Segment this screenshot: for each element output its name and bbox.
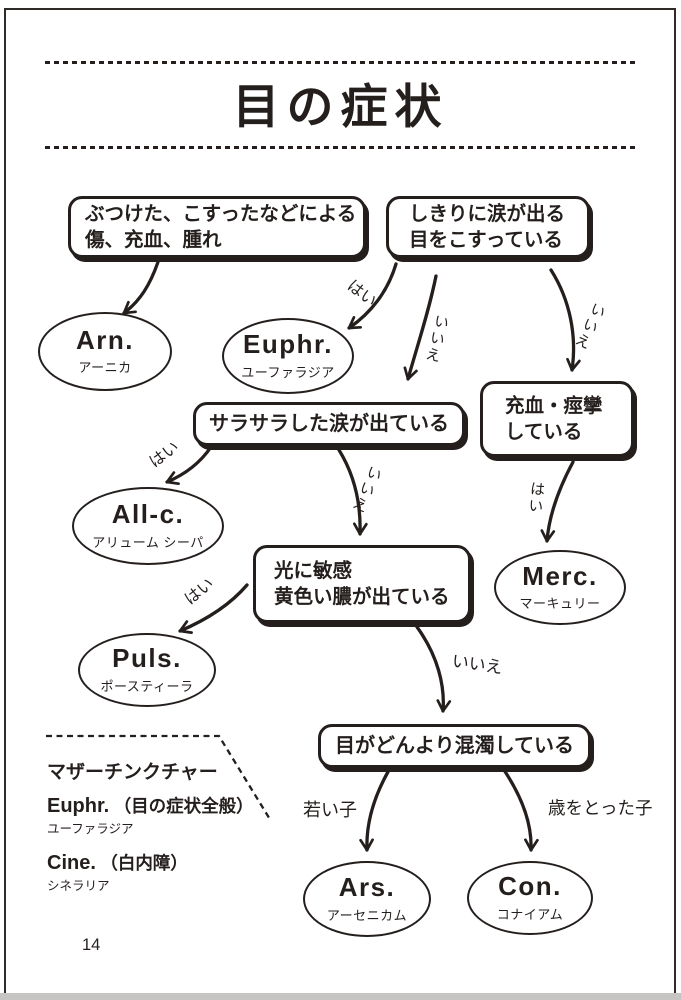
question-text: サラサラした涙が出ている [209,412,449,435]
remedy-name: Con. [498,871,562,902]
mt-remedy-kana: シネラリア [47,879,110,893]
remedy-puls: Puls. ポースティーラ [78,633,216,707]
mt-remedy-kana: ユーファラジア [47,822,134,836]
remedy-name: Ars. [338,872,396,903]
question-text: 目がどんより混濁している [335,734,574,757]
arrow-watery-allc [165,445,213,485]
mt-remedy-note: （目の症状全般） [113,796,254,816]
page-border-right [674,8,676,1000]
remedy-kana: コナイアム [496,906,564,922]
mt-remedy-name: Cine. [47,852,96,874]
remedy-kana: ポースティーラ [100,678,194,694]
remedy-kana: アリューム シーパ [92,534,204,550]
mt-remedy-note: （白内障） [100,853,188,873]
remedy-kana: マーキュリー [519,596,601,612]
remedy-euphr: Euphr. ユーファラジア [222,318,354,394]
arrow-cloudy-ars [359,768,391,852]
arrow-tears-spasm [549,268,581,372]
question-text: している [505,421,583,443]
question-text: 光に敏感 [274,559,353,582]
mother-tincture-item: Euphr. （目の症状全般） [47,793,254,818]
question-text: 充血・痙攣 [505,394,603,417]
page-border-top [4,8,676,10]
remedy-allc: All-c. アリューム シーパ [72,487,224,565]
arrow-light-cloudy [415,625,452,713]
remedy-name: All-c. [111,499,185,530]
remedy-con: Con. コナイアム [467,861,593,935]
mother-tincture-outline [46,734,272,822]
page-bottom-strip [0,993,681,1000]
mt-remedy-name: Euphr. [47,795,110,817]
question-text: 目をこすっている [409,229,563,251]
arrow-cloudy-con [502,768,539,852]
remedy-kana: アーニカ [78,360,132,376]
remedy-name: Euphr. [243,329,333,360]
arrow-injury-arn [122,260,160,315]
mother-tincture-item: Cine. （白内障） [47,850,188,875]
remedy-name: Puls. [112,643,182,674]
remedy-name: Arn. [76,324,134,355]
arrow-watery-light [337,448,368,536]
title-dash-bottom [45,146,636,149]
question-box-watery: サラサラした涙が出ている [193,402,465,446]
question-text: しきりに涙が出る [409,202,566,225]
remedy-arn: Arn. アーニカ [38,312,172,391]
remedy-kana: アーセニカム [326,907,408,923]
question-box-cloudy: 目がどんより混濁している [318,724,591,768]
remedy-merc: Merc. マーキュリー [494,550,626,625]
question-box-spasm: 充血・痙攣 している [480,381,634,457]
arrow-spasm-merc [540,460,575,543]
question-box-injury: ぶつけた、こすったなどによる 傷、充血、腫れ [68,196,366,258]
arrow-tears-euphr [347,262,398,330]
remedy-kana: ユーファラジア [241,364,335,380]
arrow-light-puls [178,583,249,634]
remedy-ars: Ars. アーセニカム [303,861,431,937]
page-number: 14 [82,936,101,954]
question-text: 黄色い膿が出ている [274,586,450,608]
arrow-tears-watery [403,274,438,381]
question-text: 傷、充血、腫れ [85,229,222,251]
mother-tincture-heading: マザーチンクチャー [47,762,218,783]
remedy-name: Merc. [522,560,598,591]
question-box-light: 光に敏感 黄色い膿が出ている [253,545,471,623]
question-text: ぶつけた、こすったなどによる [85,202,357,225]
page-border-left [4,8,6,1000]
edge-label-yes: はい [525,480,546,516]
page-title: 目の症状 [232,80,449,133]
edge-label-young: 若い子 [303,800,357,820]
title-dash-top [45,61,636,64]
edge-label-old: 歳をとった子 [548,798,653,818]
question-box-tears: しきりに涙が出る 目をこすっている [386,196,590,258]
